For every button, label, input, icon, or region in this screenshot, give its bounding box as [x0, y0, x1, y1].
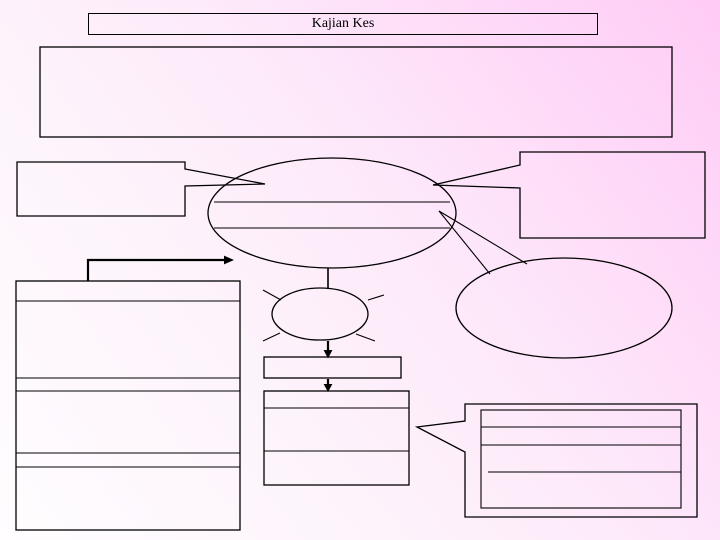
sun-ray-bottom-right: [355, 333, 376, 342]
left-callout: [16, 161, 266, 217]
right-callout: [432, 151, 706, 239]
sun-ray-bottom-left: [262, 332, 281, 342]
sun-ray-top-right: [367, 294, 385, 301]
balloon-pointer-line-lower: [438, 210, 491, 275]
left-table: [15, 280, 241, 531]
strip-rect: [263, 356, 402, 379]
content-placeholder-rect: [39, 46, 673, 138]
down-arrow-1-head-icon: [323, 350, 333, 359]
sun-ellipse: [271, 287, 369, 341]
down-arrow-2-head-icon: [323, 384, 333, 392]
balloon-pointer-line-upper: [438, 210, 528, 265]
elbow-arrow-head-icon: [224, 255, 234, 265]
elbow-arrow: [86, 258, 224, 281]
slide-title: Kajian Kes: [88, 13, 598, 35]
bottom-right-callout: [414, 403, 698, 518]
sun-ray-top-left: [262, 289, 282, 301]
central-ellipse: [207, 157, 457, 269]
bottom-right-inner-rect: [480, 409, 682, 509]
mid-table: [263, 390, 410, 486]
thought-balloon: [455, 257, 673, 359]
